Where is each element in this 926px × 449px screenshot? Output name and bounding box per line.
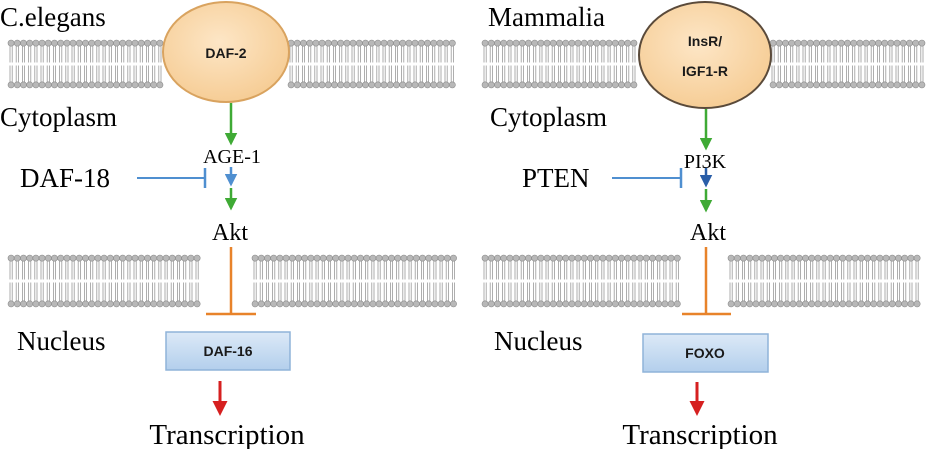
akt-label: Akt [690,220,726,246]
kinase-label: PI3K [684,151,727,173]
akt-label: Akt [212,220,248,246]
transcription-label: Transcription [622,419,778,449]
panel-c-elegans: C.elegans DAF-2 Cytoplasm AGE-1 DAF-18 A… [0,1,305,449]
membrane-segment [251,254,457,308]
kinase-label: AGE-1 [203,146,261,168]
membrane-segment [481,254,681,308]
membranes [7,39,926,308]
membrane-segment [7,254,201,308]
organism-label: Mammalia [488,2,605,32]
receptor-daf-2 [162,1,290,103]
transcription-label: Transcription [149,419,305,449]
membrane-segment [287,39,456,89]
membrane-segment [727,254,921,308]
cytoplasm-label: Cytoplasm [0,102,117,132]
receptor-label: DAF-2 [205,45,246,61]
receptor-label-line-1: InsR/ [688,33,722,49]
membrane-segment [481,39,638,89]
transcription-factor-label: FOXO [685,345,725,361]
inhibitor-label: PTEN [522,163,590,193]
panel-mammalia: Mammalia InsR/ IGF1-R Cytoplasm PI3K PTE… [488,1,778,449]
receptor-label-line-2: IGF1-R [682,63,728,79]
transcription-factor-box [165,331,291,371]
cytoplasm-label: Cytoplasm [490,102,607,132]
membrane-segment [7,39,164,89]
nucleus-label: Nucleus [494,326,582,356]
nucleus-label: Nucleus [17,326,105,356]
inhibitor-label: DAF-18 [20,163,110,193]
receptor-insr-igf1r [638,1,772,109]
organism-label: C.elegans [0,2,106,32]
membrane-segment [769,39,926,89]
transcription-factor-box [642,333,769,373]
transcription-factor-label: DAF-16 [203,343,252,359]
